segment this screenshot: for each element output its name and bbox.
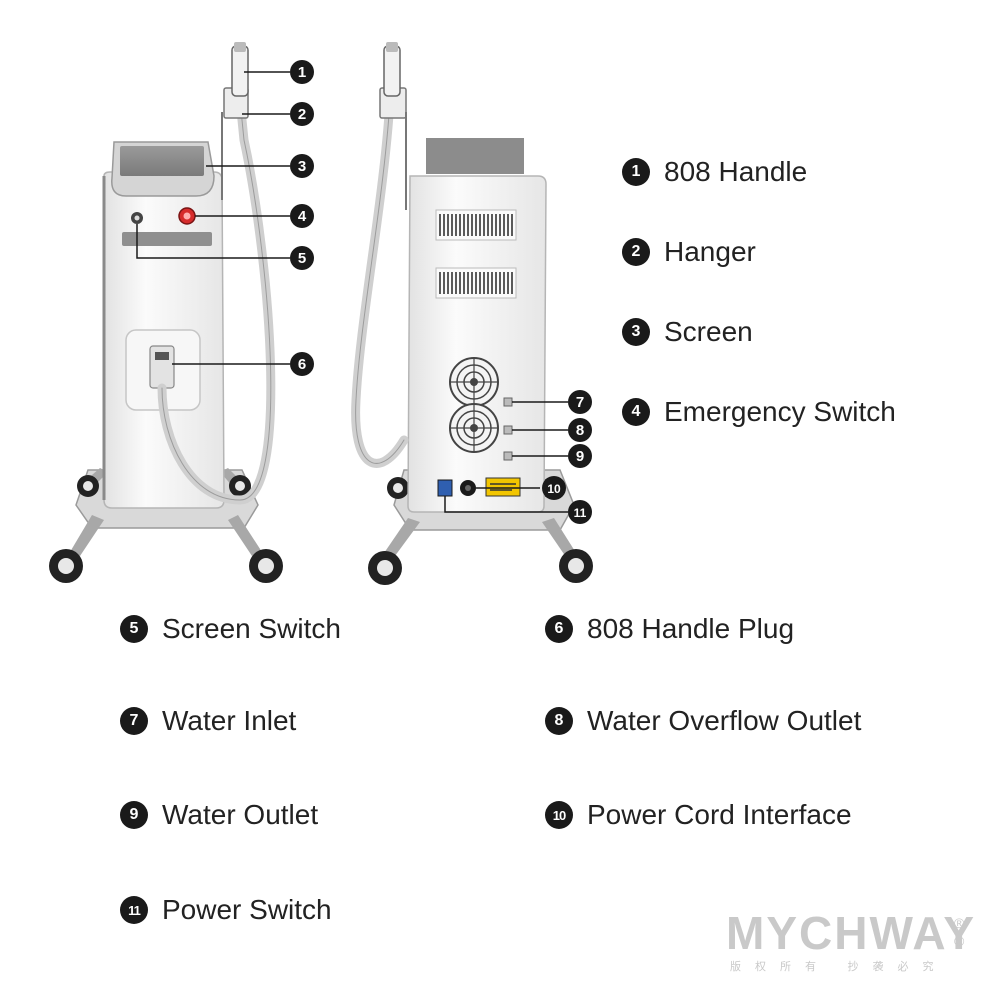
fan-lower xyxy=(449,403,499,453)
legend-label: Screen Switch xyxy=(162,613,341,644)
front-handpiece xyxy=(231,45,249,97)
svg-text:3: 3 xyxy=(298,158,306,175)
svg-text:11: 11 xyxy=(574,506,587,520)
wheel xyxy=(49,549,83,583)
diagram-badge-1: 1 xyxy=(290,60,314,84)
fan-upper xyxy=(449,357,499,407)
wheel xyxy=(229,475,251,497)
wheel xyxy=(387,477,409,499)
legend-label: 808 Handle xyxy=(664,156,808,187)
legend-label: Water Overflow Outlet xyxy=(587,705,862,736)
key-switch xyxy=(131,212,143,224)
svg-text:4: 4 xyxy=(298,208,307,225)
wheel xyxy=(559,549,593,583)
legend-label: Water Inlet xyxy=(162,705,297,736)
front-screen xyxy=(120,146,204,176)
legend-item-6: 6 808 Handle Plug xyxy=(545,613,794,645)
svg-text:7: 7 xyxy=(576,394,584,411)
svg-text:6: 6 xyxy=(298,356,306,373)
control-strip xyxy=(122,232,212,246)
water-outlet-port xyxy=(503,451,513,461)
wheel xyxy=(368,551,402,585)
logo-subtitle: 版权所有 抄袭必究 xyxy=(730,960,948,973)
legend-item-3: 3 Screen xyxy=(622,316,753,348)
warning-label xyxy=(485,477,521,497)
diagram-badges: 1 2 3 4 5 6 7 8 9 10 11 xyxy=(290,60,592,524)
emergency-button xyxy=(178,207,196,225)
svg-text:10: 10 xyxy=(547,482,561,496)
vent-upper xyxy=(435,209,517,241)
legend-number: 8 xyxy=(545,707,573,735)
legend-number: 4 xyxy=(622,398,650,426)
legend-label: Emergency Switch xyxy=(664,396,896,427)
svg-text:8: 8 xyxy=(576,422,584,439)
legend-number: 7 xyxy=(120,707,148,735)
callout-lines xyxy=(136,71,568,513)
front-view xyxy=(49,42,283,583)
legend-number: 2 xyxy=(622,238,650,266)
power-switch xyxy=(437,479,453,497)
logo-wordmark: MYCHWAY xyxy=(726,907,976,959)
wheel xyxy=(249,549,283,583)
legend-item-9: 9 Water Outlet xyxy=(120,799,318,831)
legend-item-11: 11 Power Switch xyxy=(120,894,332,926)
legend-item-7: 7 Water Inlet xyxy=(120,705,296,737)
vent-lower xyxy=(435,267,517,299)
legend-number: 11 xyxy=(120,896,148,924)
machine-diagram: 1 2 3 4 5 6 7 8 9 10 11 xyxy=(49,42,593,585)
back-handpiece xyxy=(383,45,401,97)
legend-label: Hanger xyxy=(664,236,756,267)
svg-text:2: 2 xyxy=(298,106,306,123)
legend-number: 1 xyxy=(622,158,650,186)
diagram-badge-11: 11 xyxy=(568,500,592,524)
svg-text:9: 9 xyxy=(576,448,584,465)
diagram-badge-8: 8 xyxy=(568,418,592,442)
legend-item-1: 1 808 Handle xyxy=(622,156,807,188)
back-view xyxy=(351,42,593,585)
legend-number: 5 xyxy=(120,615,148,643)
legend-number: 9 xyxy=(120,801,148,829)
registered-mark: ® xyxy=(954,915,965,931)
svg-text:5: 5 xyxy=(298,250,306,267)
water-overflow-port xyxy=(503,425,513,435)
back-screen-top xyxy=(426,138,524,174)
back-cable xyxy=(351,95,409,468)
copyright-mark: © xyxy=(954,933,965,949)
diagram-badge-9: 9 xyxy=(568,444,592,468)
legend-label: Water Outlet xyxy=(162,799,319,830)
front-leg-right xyxy=(228,515,262,556)
diagram-badge-3: 3 xyxy=(290,154,314,178)
legend-item-2: 2 Hanger xyxy=(622,236,756,268)
back-leg-right xyxy=(542,518,578,560)
legend-label: Power Switch xyxy=(162,894,332,925)
legend-item-10: 10 Power Cord Interface xyxy=(545,799,852,831)
diagram-badge-6: 6 xyxy=(290,352,314,376)
diagram-badge-5: 5 xyxy=(290,246,314,270)
back-leg-left xyxy=(382,518,420,560)
legend-label: Power Cord Interface xyxy=(587,799,852,830)
legend-number: 3 xyxy=(622,318,650,346)
legend-number: 6 xyxy=(545,615,573,643)
legend-number: 10 xyxy=(545,801,573,829)
diagram-badge-4: 4 xyxy=(290,204,314,228)
front-leg-left xyxy=(70,515,104,556)
diagram-badge-2: 2 xyxy=(290,102,314,126)
legend-item-4: 4 Emergency Switch xyxy=(622,396,896,428)
diagram-badge-10: 10 xyxy=(542,476,566,500)
svg-text:1: 1 xyxy=(298,64,306,81)
legend-item-5: 5 Screen Switch xyxy=(120,613,341,645)
power-cord-socket xyxy=(460,480,476,496)
legend-label: Screen xyxy=(664,316,753,347)
legend-label: 808 Handle Plug xyxy=(587,613,795,644)
logo-marks: ® © xyxy=(954,914,964,950)
diagram-badge-7: 7 xyxy=(568,390,592,414)
legend-item-8: 8 Water Overflow Outlet xyxy=(545,705,861,737)
water-inlet-port xyxy=(503,397,513,407)
wheel xyxy=(77,475,99,497)
brand-logo: MYCHWAY 版权所有 抄袭必究 ® © xyxy=(726,910,986,980)
